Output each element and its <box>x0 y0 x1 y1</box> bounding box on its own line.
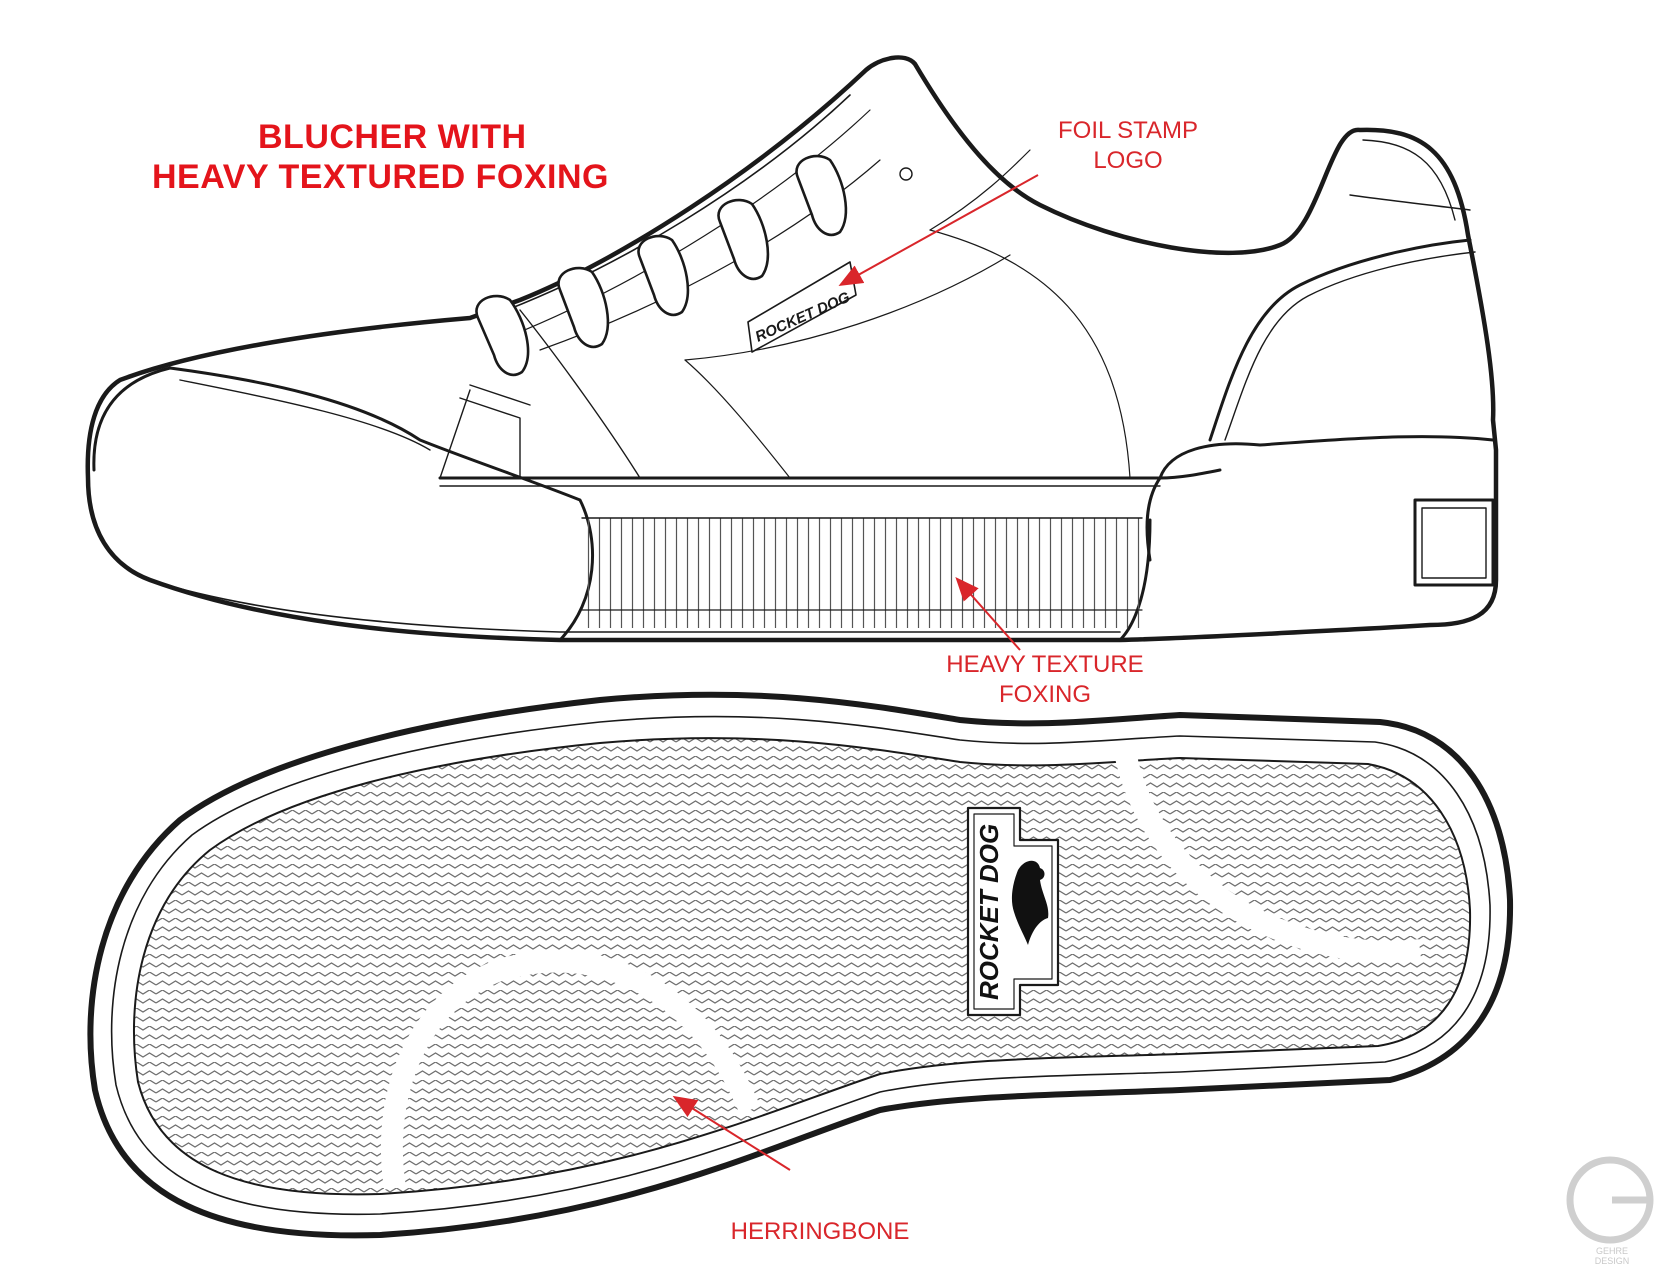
title-line-1: BLUCHER WITH <box>258 118 527 156</box>
top-eyelet <box>899 167 913 181</box>
foil-stamp-arrow <box>838 174 1039 286</box>
outsole-bottom-view <box>87 691 1514 1239</box>
title-line-2: HEAVY TEXTURED FOXING <box>152 158 609 196</box>
shoe-side-view <box>85 55 1499 643</box>
watermark-line-2: DESIGN <box>1594 1256 1630 1266</box>
foil-stamp-callout-line-1: FOIL STAMP <box>1058 117 1199 144</box>
foxing-top-line <box>438 468 1222 480</box>
foil-stamp-patch <box>747 261 857 353</box>
heel-counter <box>1208 238 1472 442</box>
dog-mascot-icon <box>1011 860 1049 945</box>
forefoot-pivot-ring <box>1114 749 1422 963</box>
sole-logo-text: ROCKET DOG <box>974 824 1004 1000</box>
annotation-arrows <box>672 174 1039 1171</box>
designer-watermark <box>1566 1156 1654 1244</box>
foil-stamp-callout: FOIL STAMP LOGO <box>1058 116 1198 176</box>
heavy-texture-callout-line-2: FOXING <box>998 681 1091 708</box>
toe-cap <box>92 366 595 642</box>
herringbone-callout: HERRINGBONE <box>720 1217 920 1247</box>
herringbone-callout-line-1: HERRINGBONE <box>730 1218 910 1245</box>
heavy-texture-callout: HEAVY TEXTURE FOXING <box>935 650 1155 710</box>
heel-pivot-ring <box>380 950 761 1190</box>
heel-tab <box>1413 498 1495 587</box>
eyestay <box>479 94 851 321</box>
heavy-texture-callout-line-1: HEAVY TEXTURE <box>946 651 1144 678</box>
foil-stamp-callout-line-2: LOGO <box>1093 147 1163 174</box>
watermark-line-1: GEHRE <box>1595 1246 1628 1256</box>
textured-foxing <box>582 518 1142 628</box>
heel-bumper <box>1158 435 1495 480</box>
herringbone-arrow <box>672 1095 791 1171</box>
heavy-texture-arrow <box>955 577 1021 651</box>
upper-outline <box>85 55 1499 643</box>
sole-logo-badge <box>966 806 1060 1017</box>
watermark-text: GEHRE DESIGN <box>1590 1246 1634 1266</box>
lace-loops <box>475 154 848 377</box>
